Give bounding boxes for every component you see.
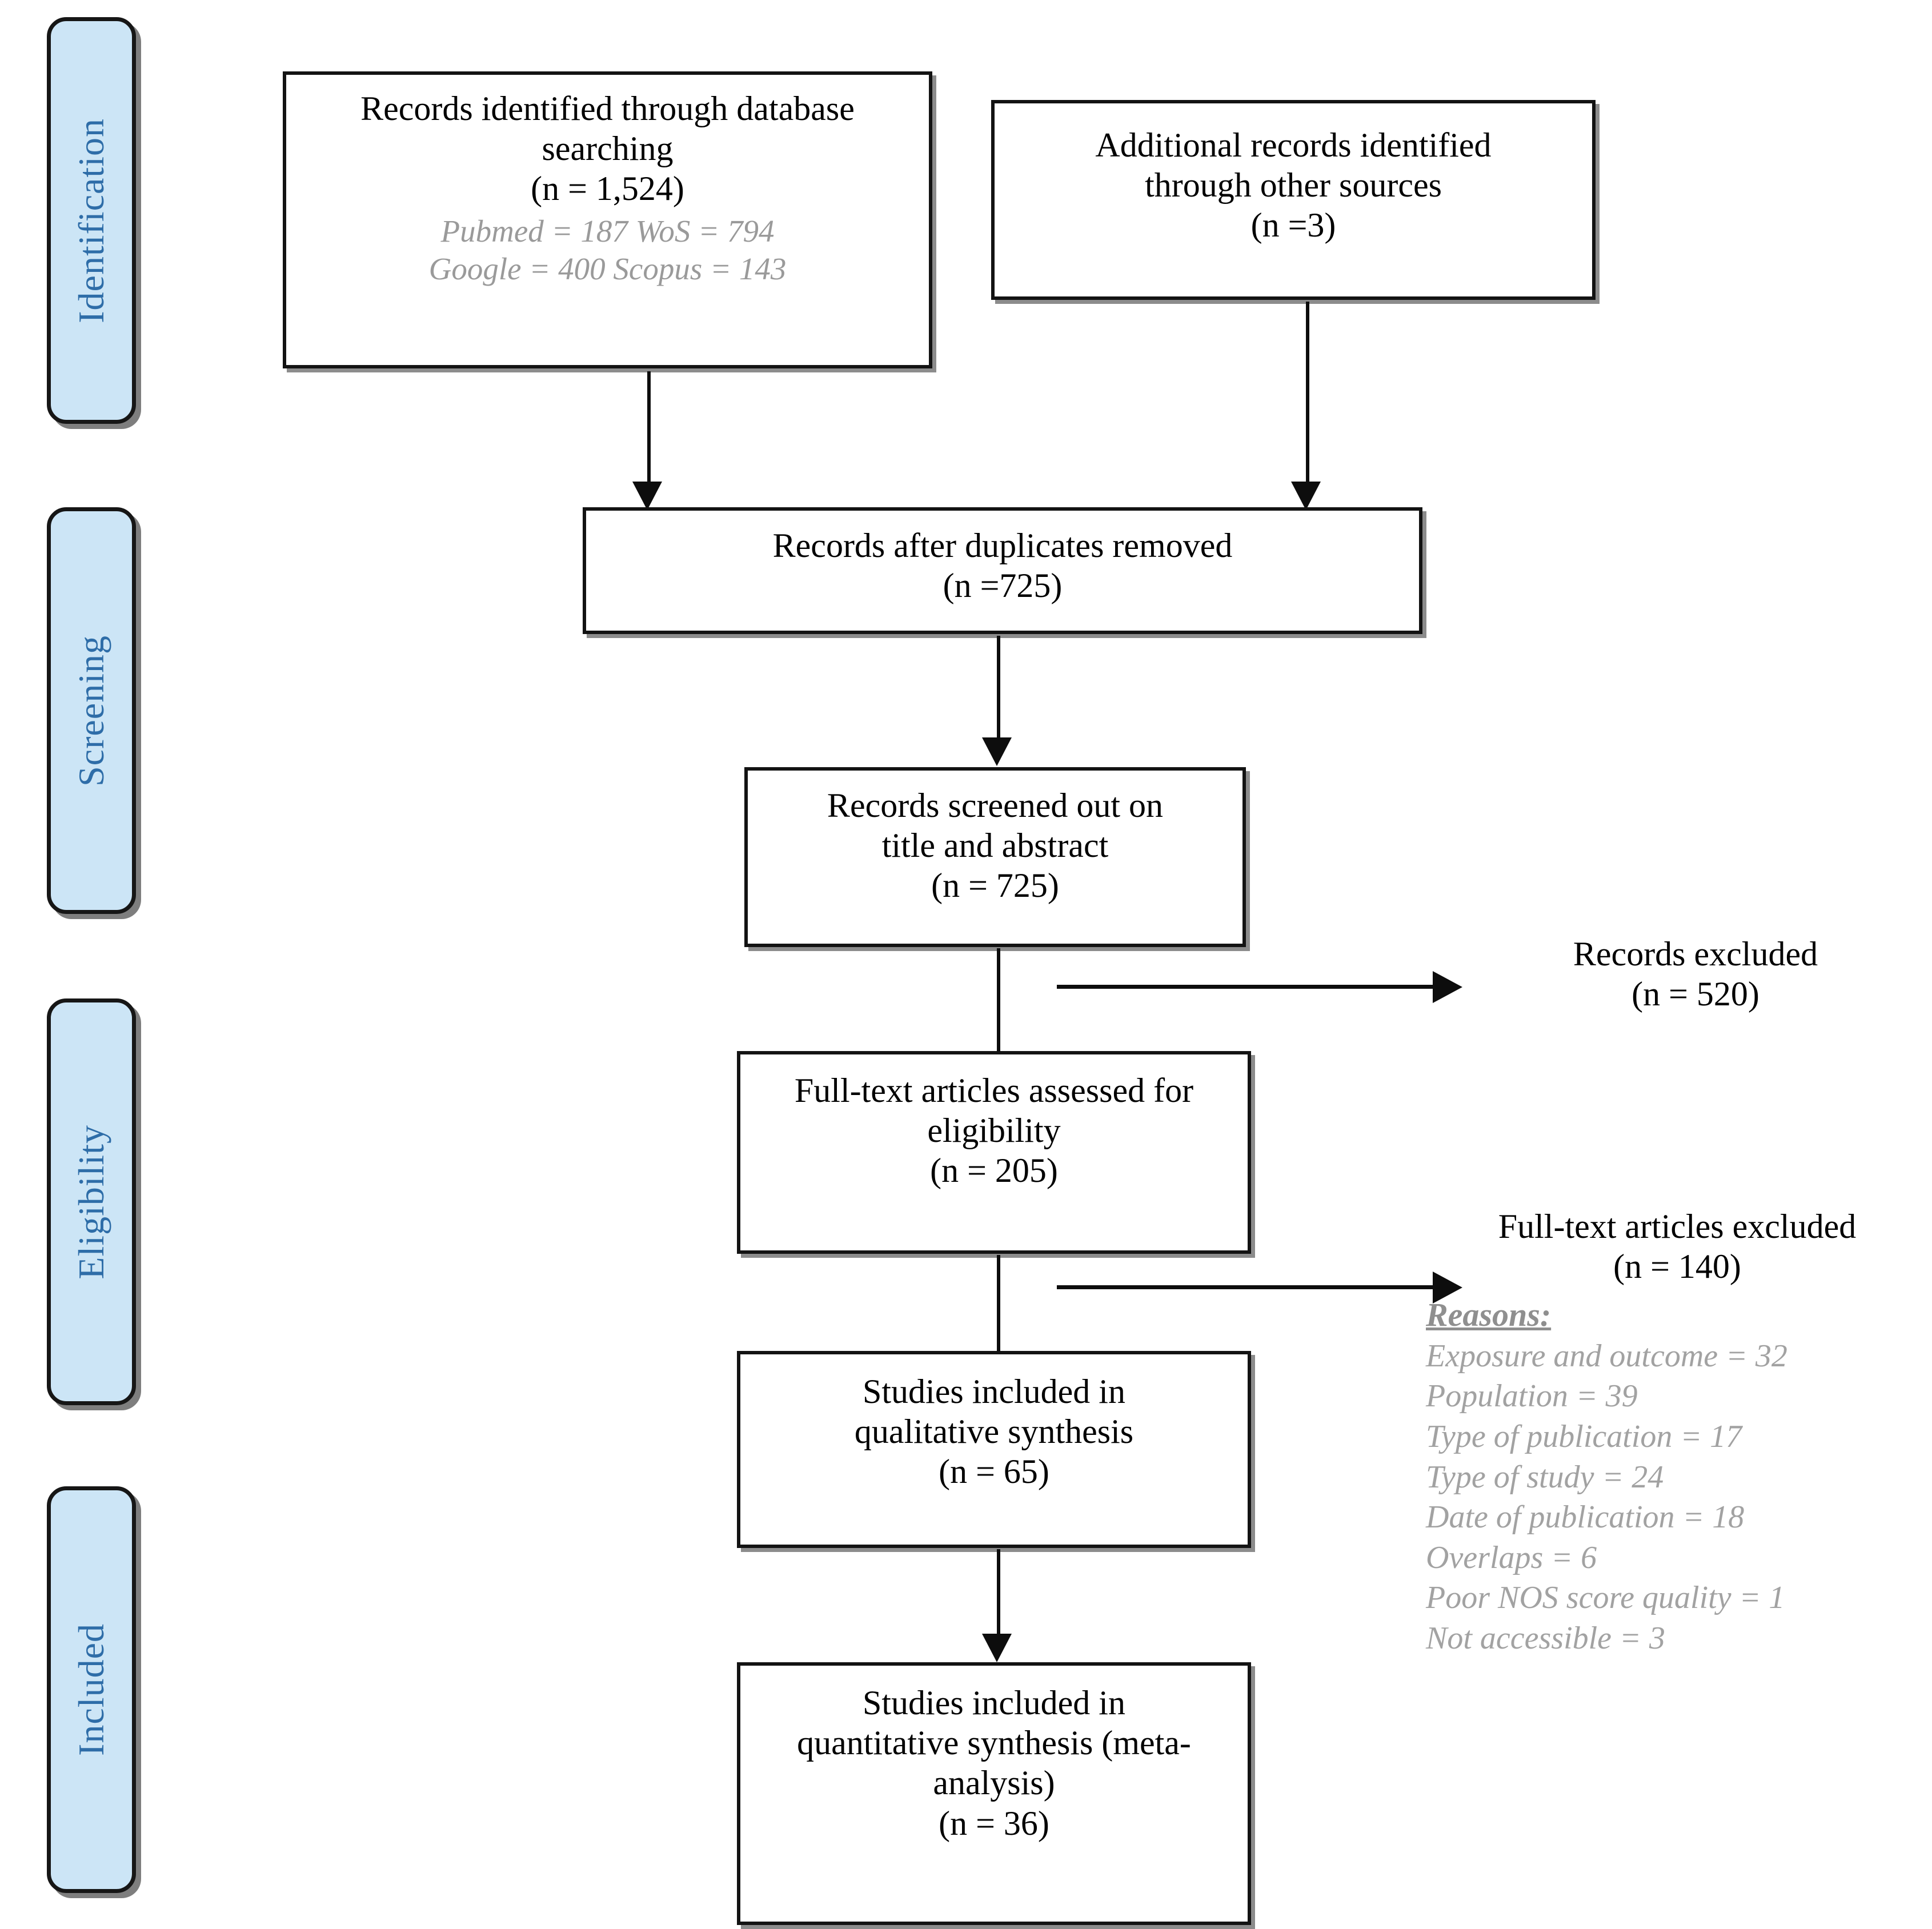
stage-identification-label: Identification (71, 118, 111, 323)
box-additional-records-other-sources: Additional records identified through ot… (991, 100, 1596, 300)
duplicates-removed-line1: Records after duplicates removed (772, 527, 1233, 564)
reason-item-2: Population = 39 (1426, 1378, 1638, 1414)
connector-line-qualitative-to-quantitative (997, 1549, 1000, 1635)
connector-line-db-to-duplicates (647, 371, 651, 483)
box-qualitative-synthesis: Studies included in qualitative synthesi… (737, 1351, 1251, 1548)
connector-line-records-excluded (1057, 985, 1434, 989)
arrowhead-records-excluded (1433, 971, 1462, 1003)
fulltext-assessed-line2: eligibility (927, 1112, 1061, 1150)
quantitative-line3: analysis) (933, 1764, 1055, 1802)
fulltext-assessed-line1: Full-text articles assessed for (794, 1072, 1194, 1109)
fulltext-excluded-count: (n = 140) (1613, 1248, 1741, 1286)
reason-item-6: Overlaps = 6 (1426, 1539, 1597, 1575)
reason-item-8: Not accessible = 3 (1426, 1620, 1665, 1656)
box-fulltext-assessed: Full-text articles assessed for eligibil… (737, 1051, 1251, 1254)
reason-item-5: Date of publication = 18 (1426, 1499, 1745, 1535)
reason-item-7: Poor NOS score quality = 1 (1426, 1580, 1785, 1616)
other-sources-line1: Additional records identified (1095, 126, 1492, 164)
database-search-count: (n = 1,524) (531, 170, 684, 208)
connector-line-fulltext-excluded (1057, 1285, 1434, 1289)
quantitative-line2: quantitative synthesis (meta- (797, 1724, 1191, 1762)
arrowhead-qualitative-to-quantitative (982, 1634, 1012, 1662)
box-records-identified-database: Records identified through database sear… (283, 71, 932, 368)
box-quantitative-synthesis: Studies included in quantitative synthes… (737, 1662, 1251, 1925)
qualitative-line2: qualitative synthesis (854, 1413, 1134, 1451)
quantitative-line1: Studies included in (863, 1684, 1125, 1722)
fulltext-excluded-line1: Full-text articles excluded (1498, 1208, 1857, 1245)
box-records-after-duplicates: Records after duplicates removed (n =725… (583, 507, 1422, 634)
stage-included-label: Included (71, 1623, 111, 1756)
note-records-excluded: Records excluded (n = 520) (1496, 934, 1895, 1014)
duplicates-removed-count: (n =725) (943, 567, 1063, 605)
database-search-sources-2: Google = 400 Scopus = 143 (428, 251, 787, 286)
stage-eligibility-label: Eligibility (71, 1124, 111, 1280)
qualitative-count: (n = 65) (939, 1453, 1049, 1491)
records-excluded-line1: Records excluded (1573, 935, 1818, 973)
connector-line-other-to-duplicates (1306, 302, 1309, 483)
database-search-sources-1: Pubmed = 187 WoS = 794 (440, 213, 775, 248)
reason-item-4: Type of study = 24 (1426, 1459, 1664, 1495)
arrowhead-fulltext-excluded (1433, 1272, 1462, 1304)
stage-included: Included (47, 1486, 136, 1893)
quantitative-count: (n = 36) (939, 1804, 1049, 1842)
screened-out-line2: title and abstract (881, 827, 1109, 865)
screened-out-count: (n = 725) (931, 867, 1059, 905)
arrowhead-other-to-duplicates (1291, 482, 1321, 510)
other-sources-line2: through other sources (1145, 166, 1442, 204)
note-fulltext-excluded: Full-text articles excluded (n = 140) Re… (1426, 1206, 1929, 1658)
connector-line-screened-to-fulltext (997, 948, 1000, 1052)
arrowhead-db-to-duplicates (632, 482, 662, 510)
stage-screening-label: Screening (71, 635, 111, 787)
database-search-line2: searching (542, 130, 674, 168)
stage-identification: Identification (47, 17, 136, 424)
reason-item-3: Type of publication = 17 (1426, 1418, 1742, 1454)
box-records-screened-out: Records screened out on title and abstra… (744, 767, 1246, 947)
connector-line-fulltext-to-qualitative (997, 1255, 1000, 1352)
database-search-line1: Records identified through database (360, 90, 855, 127)
fulltext-assessed-count: (n = 205) (930, 1152, 1058, 1190)
arrowhead-duplicates-to-screened (982, 737, 1012, 766)
stage-screening: Screening (47, 507, 136, 914)
connector-line-duplicates-to-screened (997, 636, 1000, 739)
fulltext-excluded-reasons-label: Reasons: (1426, 1296, 1552, 1334)
reason-item-1: Exposure and outcome = 32 (1426, 1338, 1787, 1374)
records-excluded-count: (n = 520) (1632, 975, 1759, 1013)
stage-eligibility: Eligibility (47, 998, 136, 1405)
qualitative-line1: Studies included in (863, 1373, 1125, 1410)
other-sources-count: (n =3) (1250, 206, 1336, 244)
screened-out-line1: Records screened out on (827, 787, 1164, 824)
